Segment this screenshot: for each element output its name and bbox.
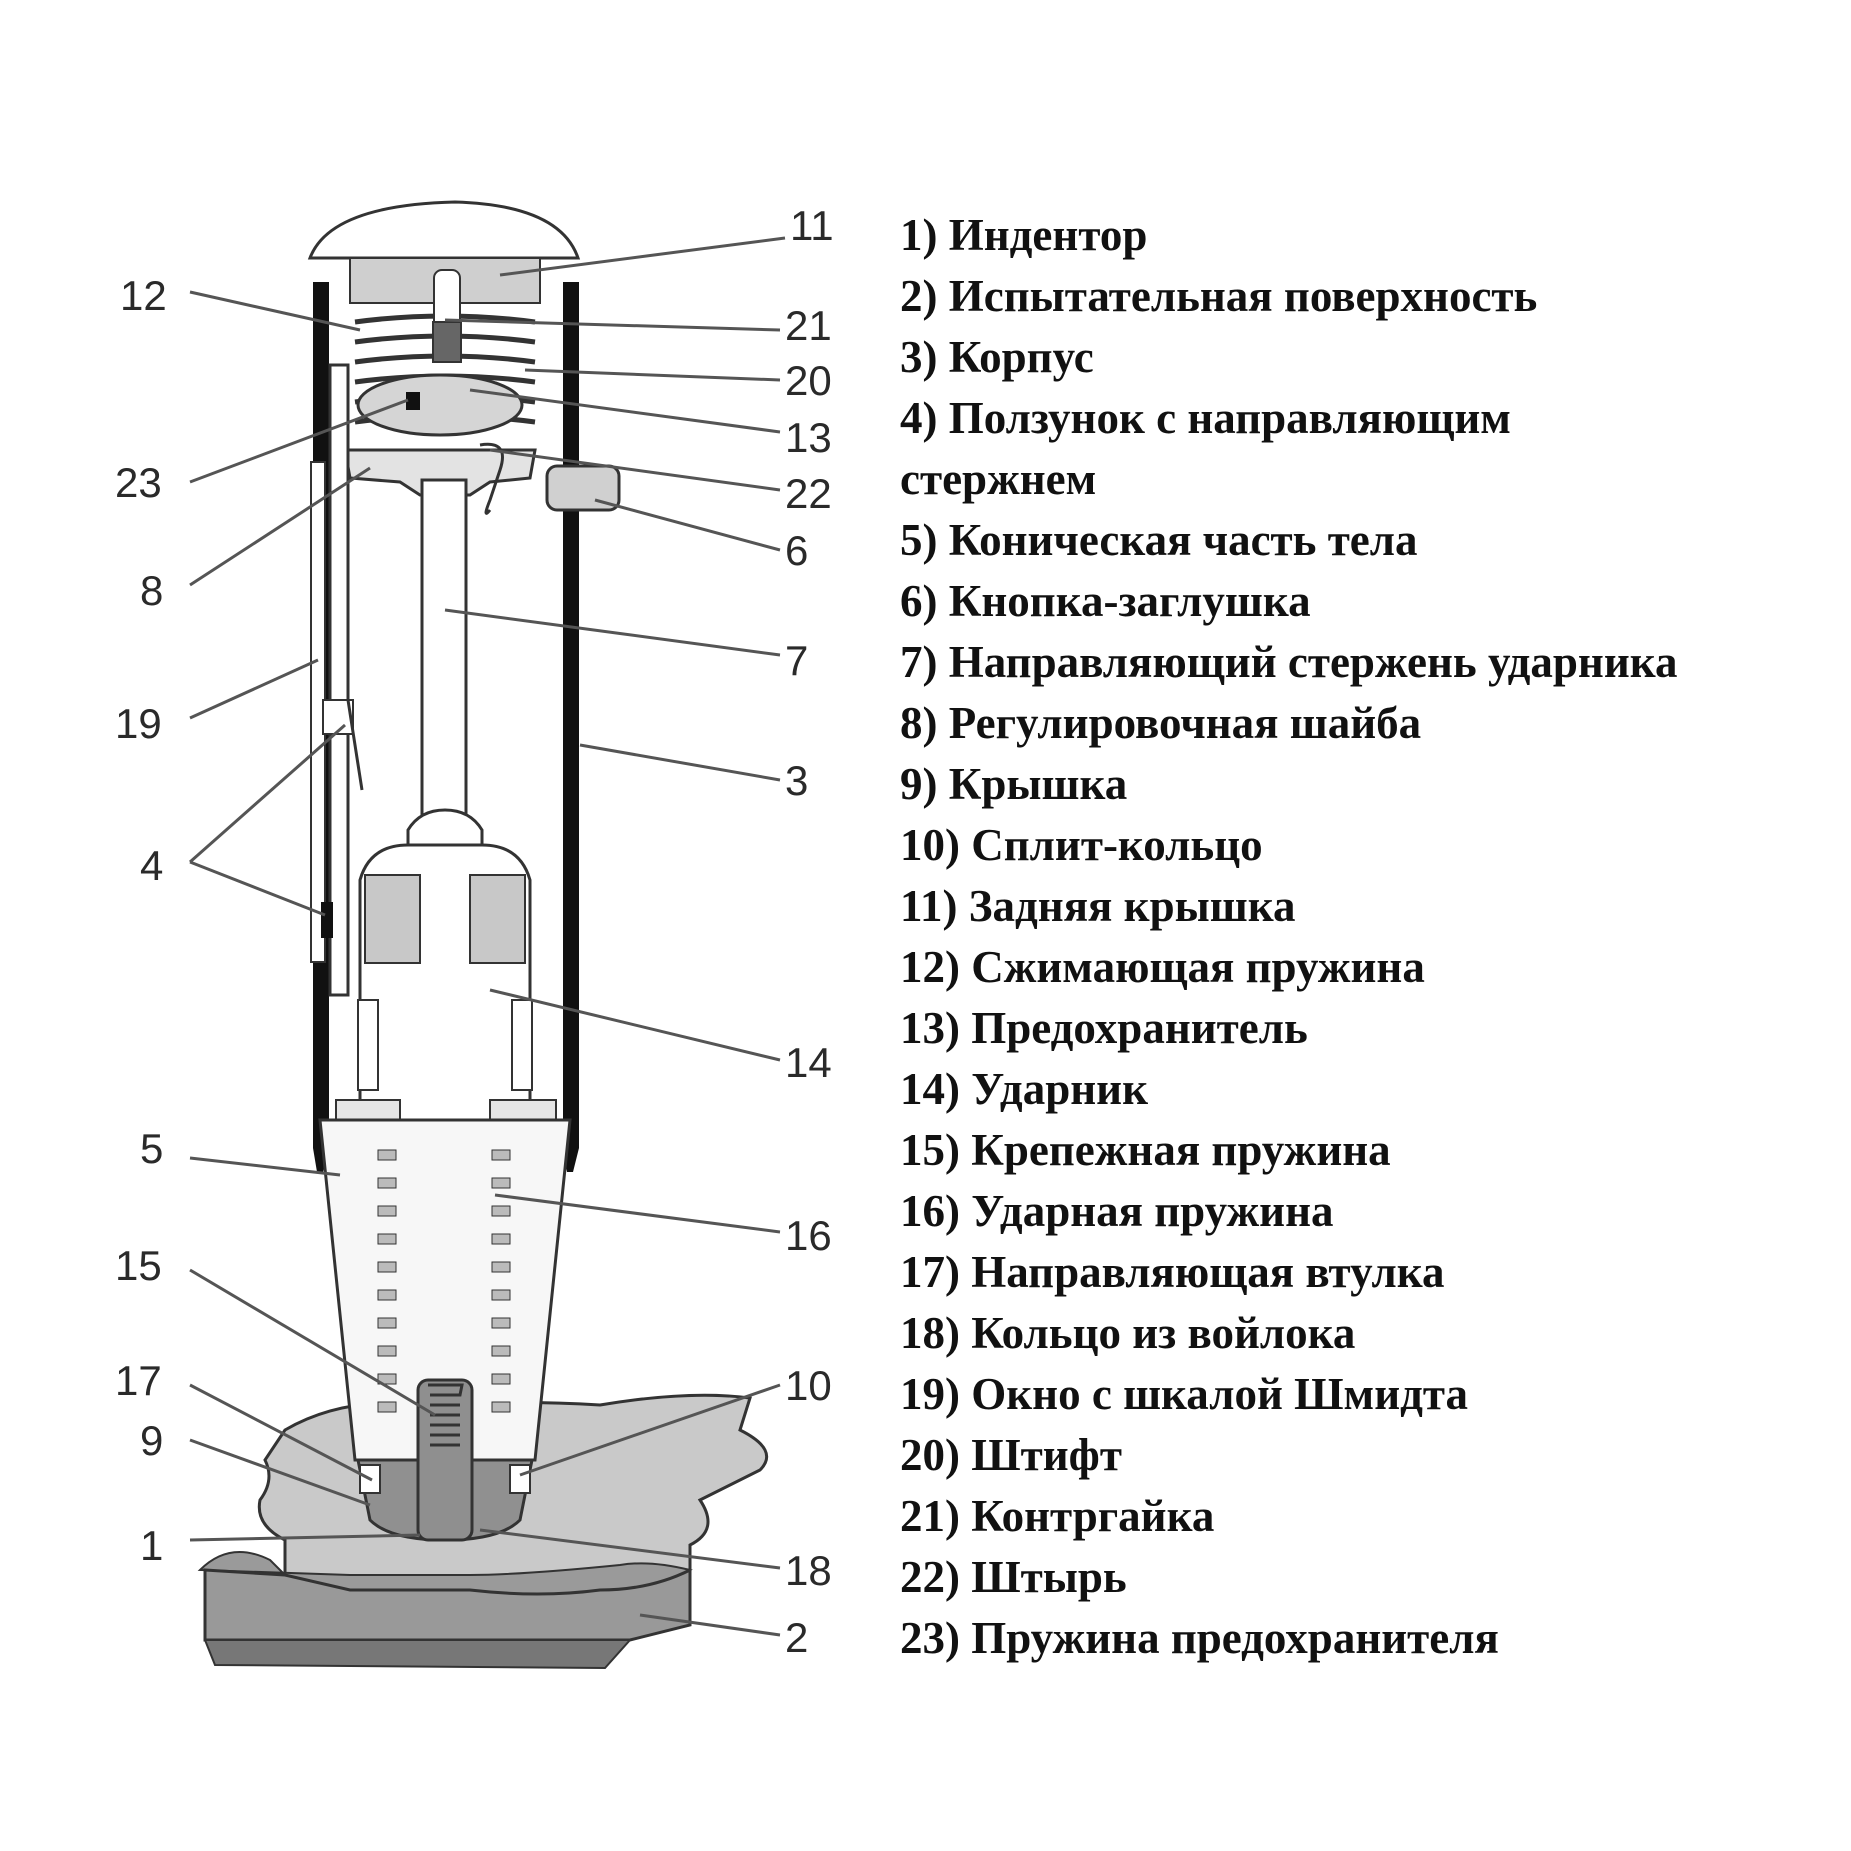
callout-22: 22: [785, 470, 832, 517]
legend-item-8: 8) Регулировочная шайба: [900, 698, 1422, 748]
adjusting-washer: [343, 448, 537, 497]
callout-16: 16: [785, 1212, 832, 1259]
legend-item-4: 4) Ползунок с направляющим: [900, 393, 1511, 443]
callout-11: 11: [790, 202, 834, 249]
legend-item-15: 15) Крепежная пружина: [900, 1125, 1391, 1175]
callout-10: 10: [785, 1362, 832, 1409]
indenter: [416, 1378, 474, 1542]
legend-item-6: 6) Кнопка-заглушка: [900, 576, 1311, 626]
detent: [479, 442, 504, 515]
legend-item-22: 22) Штырь: [900, 1552, 1127, 1602]
callout-14: 14: [785, 1039, 832, 1086]
legend-item-13: 13) Предохранитель: [900, 1003, 1308, 1053]
housing-right-wall: [563, 282, 579, 1148]
legend-item-2: 2) Испытательная поверхность: [900, 271, 1538, 321]
legend-item-1: 1) Индентор: [900, 210, 1148, 260]
legend-item-5: 5) Коническая часть тела: [900, 515, 1418, 565]
legend-item-9: 9) Крышка: [900, 759, 1128, 809]
back-cap: [307, 200, 581, 260]
retaining-spring: [428, 1383, 464, 1447]
callout-4: 4: [140, 842, 163, 889]
callout-20: 20: [785, 357, 832, 404]
hammer-mass: [335, 808, 557, 1122]
legend-item-23: 23) Пружина предохранителя: [900, 1613, 1499, 1663]
callout-5: 5: [140, 1125, 163, 1172]
callout-2: 2: [785, 1614, 808, 1661]
callout-15: 15: [115, 1242, 162, 1289]
legend-item-18: 18) Кольцо из войлока: [900, 1308, 1356, 1358]
legend-item-20: 20) Штифт: [900, 1430, 1122, 1480]
callout-13: 13: [785, 414, 832, 461]
legend-item-4-continued: стержнем: [900, 454, 1097, 504]
callout-numbers: 11 12 21 20 13 23 22 6 8 7 19 3 4 14 5 1…: [115, 202, 834, 1661]
parts-legend: 1) Индентор 2) Испытательная поверхность…: [900, 205, 1678, 1669]
legend-item-3: 3) Корпус: [900, 332, 1094, 382]
slider-guide-rod: [328, 363, 350, 997]
callout-1: 1: [140, 1522, 163, 1569]
safety-catch: [356, 373, 524, 437]
callout-17: 17: [115, 1357, 162, 1404]
callout-6: 6: [785, 527, 808, 574]
plug-button: [545, 464, 621, 512]
callout-21: 21: [785, 302, 832, 349]
safety-spring: [406, 392, 420, 410]
guide-sleeve-right: [509, 1464, 531, 1494]
callout-19: 19: [115, 700, 162, 747]
impact-spring: [377, 1149, 511, 1413]
callout-9: 9: [140, 1417, 163, 1464]
callout-23: 23: [115, 459, 162, 506]
callout-18: 18: [785, 1547, 832, 1594]
legend-item-12: 12) Сжимающая пружина: [900, 942, 1425, 992]
legend-item-14: 14) Ударник: [900, 1064, 1149, 1114]
legend-item-10: 10) Сплит-кольцо: [900, 820, 1263, 870]
slider-marker: [321, 902, 333, 938]
leader-lines: [189, 236, 786, 1637]
slider-pointer: [346, 699, 364, 791]
callout-7: 7: [785, 637, 808, 684]
legend-item-11: 11) Задняя крышка: [900, 881, 1296, 931]
callout-3: 3: [785, 757, 808, 804]
legend-item-7: 7) Направляющий стержень ударника: [900, 637, 1678, 687]
legend-item-19: 19) Окно с шкалой Шмидта: [900, 1369, 1469, 1419]
legend-item-21: 21) Контргайка: [900, 1491, 1215, 1541]
callout-12: 12: [120, 272, 167, 319]
callout-8: 8: [140, 567, 163, 614]
legend-item-16: 16) Ударная пружина: [900, 1186, 1334, 1236]
pin: [432, 321, 462, 363]
legend-item-17: 17) Направляющая втулка: [900, 1247, 1445, 1297]
